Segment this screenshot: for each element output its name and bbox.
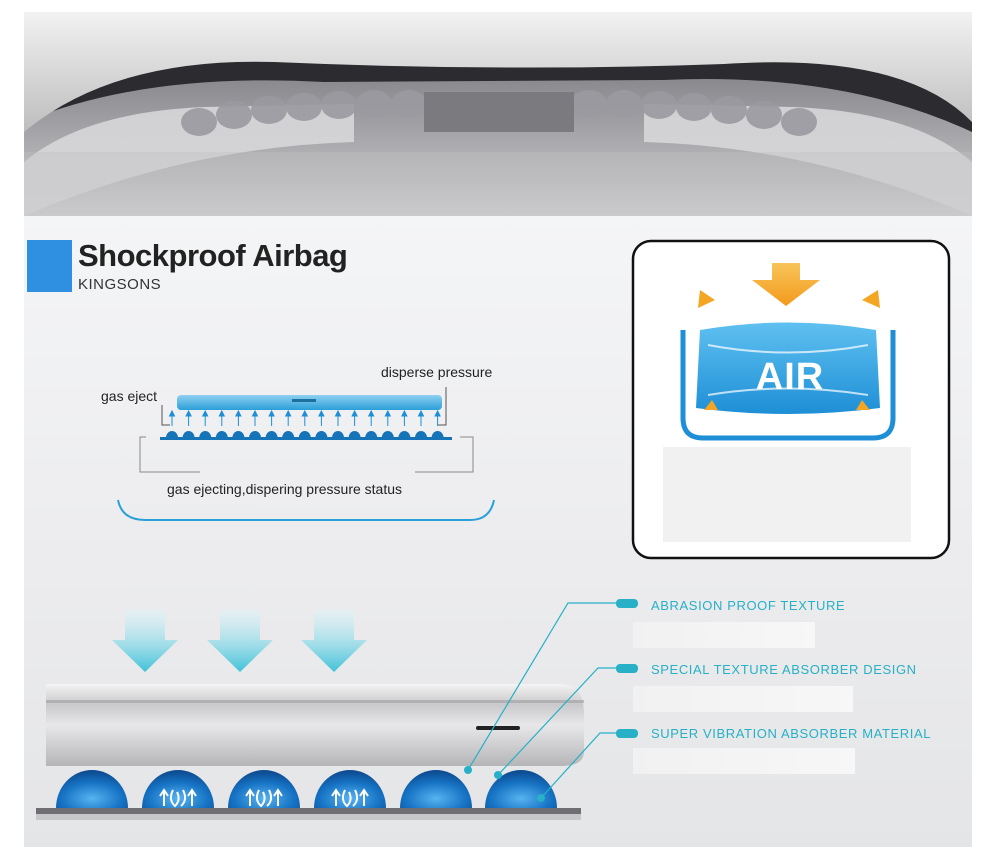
airbag-bubble: [232, 431, 245, 438]
pressure-up-arrow-tip: [401, 409, 408, 417]
airbag-bubble: [282, 431, 295, 438]
product-photo: [24, 12, 972, 216]
air-label: AIR: [755, 356, 825, 398]
airflow-icon: [159, 788, 197, 808]
down-arrow-icon: [112, 610, 178, 672]
pressure-up-arrow-tip: [301, 409, 309, 417]
airbag-bubble: [298, 431, 311, 438]
airbag-bubble: [365, 431, 378, 438]
airbag-dome: [142, 770, 214, 808]
brand-name: KINGSONS: [78, 276, 162, 293]
pressure-up-arrow-tip: [334, 409, 342, 417]
airbag-bubble: [398, 431, 411, 438]
pressure-up-arrow-tip: [351, 409, 358, 417]
airflow-icon: [331, 788, 369, 808]
airbag-bubble: [332, 431, 344, 438]
feature-label: ABRASION PROOF TEXTURE: [651, 598, 846, 613]
pressure-up-arrow-tip: [268, 409, 275, 417]
airbag-dome: [56, 770, 128, 808]
airbag-bubble: [415, 431, 427, 438]
pressure-up-arrow-tip: [218, 409, 226, 417]
airbag-bubble: [199, 431, 212, 438]
airbag-bubble: [265, 431, 278, 438]
pressure-up-arrow-tip: [185, 409, 192, 417]
page-title: Shockproof Airbag: [78, 238, 348, 273]
pressure-up-arrow-tip: [367, 409, 375, 417]
pressure-arrows: [112, 610, 367, 672]
airbag-bubble: [166, 431, 178, 438]
gas-eject-label: gas eject: [101, 388, 158, 404]
feature-placeholder-box: [633, 748, 855, 774]
pressure-up-arrow-tip: [318, 409, 325, 417]
airbag-photo-illustration: [24, 12, 972, 216]
feature-placeholder-box: [633, 622, 815, 648]
pressure-up-arrow-tip: [235, 409, 242, 417]
disperse-pressure-label: disperse pressure: [381, 364, 493, 380]
pressure-up-arrow-tip: [434, 409, 441, 417]
feature-placeholder-box: [633, 686, 853, 712]
feature-label: SPECIAL TEXTURE ABSORBER DESIGN: [651, 662, 917, 677]
airflow-icon: [245, 788, 283, 808]
pressure-up-arrow-tip: [168, 409, 176, 417]
heading-accent-block: [27, 240, 72, 292]
pressure-up-arrow-tip: [384, 409, 392, 417]
pressure-up-arrow-tip: [201, 409, 209, 417]
airbag-dome: [400, 770, 472, 808]
laptop-side-shape: [177, 395, 442, 410]
feature-label: SUPER VIBRATION ABSORBER MATERIAL: [651, 726, 932, 741]
laptop-shape: [46, 684, 584, 766]
airbag-bubble: [381, 431, 394, 438]
pressure-up-arrow-tip: [251, 409, 259, 417]
down-arrow-icon: [301, 610, 367, 672]
airbag-bubble: [431, 431, 444, 438]
airbag-bubble: [315, 431, 328, 438]
pressure-up-arrow-tip: [284, 409, 292, 417]
airbag-bubble: [249, 431, 261, 438]
down-arrow-icon: [207, 610, 273, 672]
down-arrow-icon: [752, 263, 820, 306]
airbag-bubble: [215, 431, 228, 438]
airbag-bubble: [182, 431, 195, 438]
airbag-dome: [314, 770, 386, 808]
airbag-dome: [228, 770, 300, 808]
airbag-bubble: [348, 431, 361, 438]
status-label: gas ejecting,dispering pressure status: [167, 481, 403, 497]
pressure-up-arrow-tip: [417, 409, 425, 417]
